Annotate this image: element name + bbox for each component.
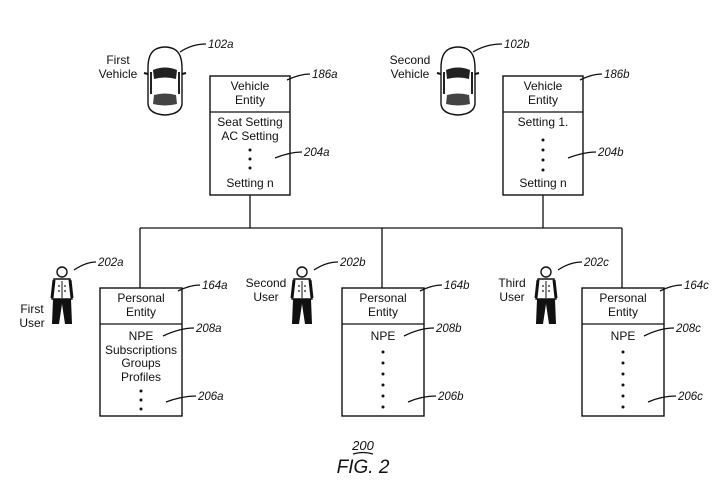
- npe-label: NPE: [129, 329, 154, 343]
- setting-item: Setting 1.: [518, 115, 569, 129]
- ref-164b: 164b: [444, 280, 470, 292]
- first-user-label-2: User: [19, 316, 44, 330]
- leader-202a: [73, 261, 97, 271]
- figure-title: FIG. 2: [337, 457, 390, 478]
- leader-164a: [177, 284, 201, 292]
- leader-204a: [274, 151, 303, 159]
- personal-entity-title-2: Entity: [608, 305, 638, 319]
- vehicle-entity-title-1: Vehicle: [231, 79, 270, 93]
- first-user: First User 202a: [19, 257, 123, 330]
- second-user-label-2: User: [253, 290, 278, 304]
- figure-number-underline: [352, 451, 374, 455]
- vehicle-entity-b: Vehicle Entity Setting 1. Setting n 186b…: [502, 69, 630, 196]
- setting-item: AC Setting: [221, 129, 278, 143]
- person-icon: [50, 265, 74, 326]
- second-vehicle-label-1: Second: [390, 53, 431, 67]
- leader-102a: [179, 43, 207, 53]
- person-icon: [290, 265, 314, 326]
- first-user-label-1: First: [20, 302, 44, 316]
- entity-item: Groups: [121, 356, 160, 370]
- ref-208b: 208b: [435, 323, 462, 335]
- ref-206c: 206c: [677, 391, 703, 403]
- personal-entity-box: [99, 287, 183, 417]
- leader-208c: [643, 327, 675, 337]
- personal-entity-b: Personal Entity NPE 164b 208b 206b: [341, 280, 470, 417]
- third-user-label-2: User: [499, 290, 524, 304]
- ellipsis-dots: [541, 138, 545, 172]
- leader-102b: [472, 43, 503, 53]
- personal-entity-title-1: Personal: [599, 291, 646, 305]
- ref-208c: 208c: [675, 323, 701, 335]
- ref-102b: 102b: [504, 39, 530, 51]
- ref-202a: 202a: [97, 257, 124, 269]
- personal-entity-a: Personal Entity NPE Subscriptions Groups…: [99, 280, 228, 417]
- leader-186b: [579, 73, 603, 81]
- leader-208a: [162, 327, 195, 337]
- second-user-label-1: Second: [246, 276, 287, 290]
- vehicle-entity-title-1: Vehicle: [524, 79, 563, 93]
- ref-202b: 202b: [339, 257, 366, 269]
- ref-202c: 202c: [583, 257, 609, 269]
- ref-186a: 186a: [312, 69, 338, 81]
- npe-label: NPE: [371, 329, 396, 343]
- vehicle-entity-title-2: Entity: [528, 93, 558, 107]
- leader-202b: [313, 261, 339, 271]
- person-icon: [534, 265, 558, 326]
- ref-204b: 204b: [597, 147, 624, 159]
- personal-entity-c: Personal Entity NPE 164c 208c 206c: [581, 280, 709, 417]
- leader-206a: [165, 395, 197, 403]
- second-vehicle: Second Vehicle 102b: [390, 39, 530, 116]
- leader-164c: [659, 284, 683, 292]
- third-user-label-1: Third: [498, 276, 525, 290]
- car-icon: [436, 46, 480, 116]
- ref-102a: 102a: [208, 39, 234, 51]
- ref-206b: 206b: [437, 391, 464, 403]
- figure-number: 200: [351, 438, 374, 453]
- ellipsis-dots: [248, 148, 252, 170]
- leader-202c: [557, 261, 583, 271]
- leader-208b: [403, 327, 435, 337]
- ref-206a: 206a: [197, 391, 224, 403]
- first-vehicle-label-1: First: [106, 53, 130, 67]
- npe-label: NPE: [611, 329, 636, 343]
- second-vehicle-label-2: Vehicle: [391, 67, 430, 81]
- ellipsis-dots: [381, 350, 385, 409]
- third-user: Third User 202c: [498, 257, 609, 326]
- ref-164a: 164a: [202, 280, 228, 292]
- vehicle-entity-a: Vehicle Entity Seat Setting AC Setting S…: [209, 69, 338, 196]
- ellipsis-dots: [139, 389, 143, 411]
- connection-lines: [139, 195, 623, 288]
- entity-item: Subscriptions: [105, 343, 177, 357]
- entity-item: Profiles: [121, 370, 161, 384]
- ref-204a: 204a: [303, 147, 330, 159]
- ref-186b: 186b: [604, 69, 630, 81]
- ref-208a: 208a: [195, 323, 222, 335]
- figure-caption: 200 FIG. 2: [337, 438, 390, 478]
- vehicle-entity-title-2: Entity: [235, 93, 265, 107]
- leader-206b: [407, 395, 437, 403]
- leader-186a: [286, 73, 311, 81]
- setting-last: Setting n: [226, 176, 273, 190]
- personal-entity-title-2: Entity: [368, 305, 398, 319]
- setting-last: Setting n: [519, 176, 566, 190]
- first-vehicle-label-2: Vehicle: [99, 67, 138, 81]
- leader-206c: [647, 395, 677, 403]
- leader-204b: [567, 151, 597, 159]
- personal-entity-title-1: Personal: [117, 291, 164, 305]
- vehicle-entity-box: [209, 75, 291, 196]
- second-user: Second User 202b: [246, 257, 366, 326]
- personal-entity-title-2: Entity: [126, 305, 156, 319]
- ref-164c: 164c: [684, 280, 709, 292]
- first-vehicle: First Vehicle 102a: [99, 39, 234, 116]
- personal-entity-title-1: Personal: [359, 291, 406, 305]
- ellipsis-dots: [621, 350, 625, 409]
- car-icon: [143, 46, 187, 116]
- setting-item: Seat Setting: [217, 115, 282, 129]
- leader-164b: [419, 284, 443, 292]
- vehicle-entity-box: [502, 75, 584, 196]
